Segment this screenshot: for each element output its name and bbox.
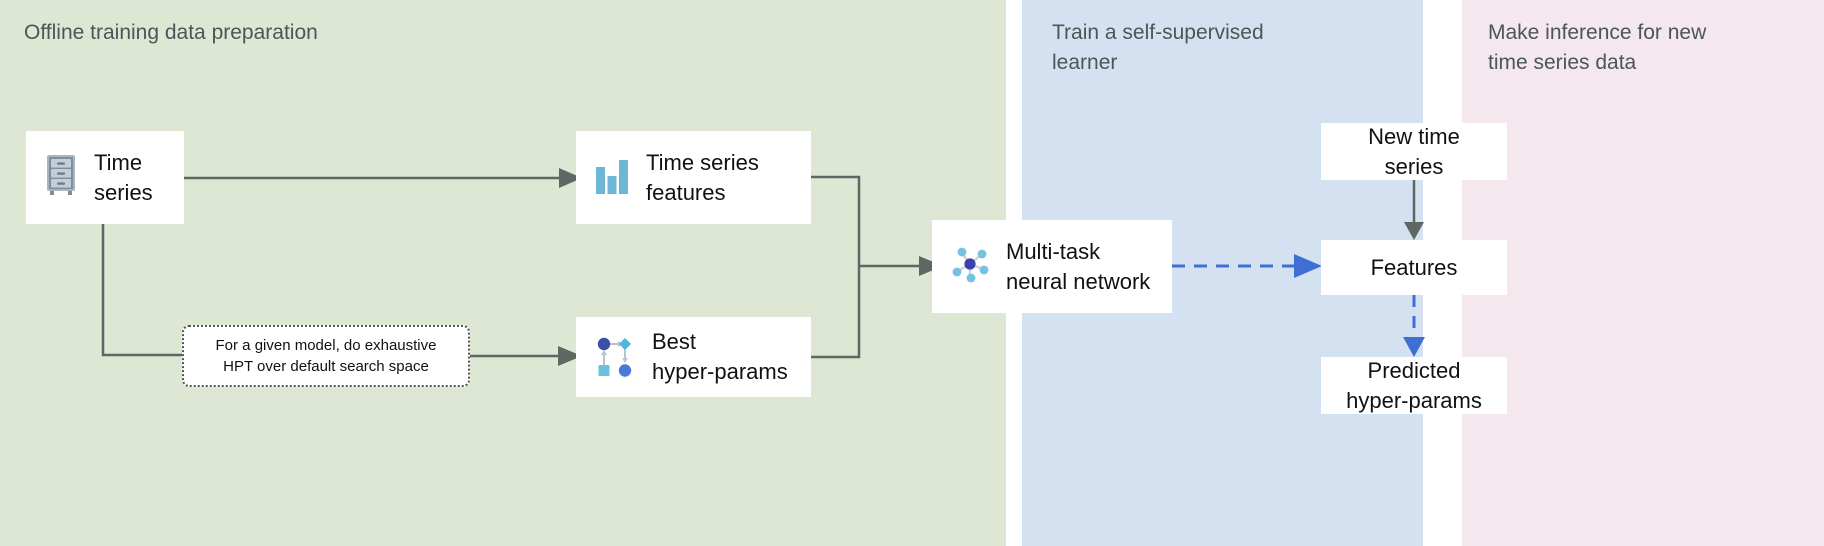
node-predicted-hyper-params[interactable]: Predicted hyper-params bbox=[1321, 357, 1507, 414]
node-label-features: Features bbox=[1370, 254, 1458, 280]
connector-hpt-note-to-best-hyperparams bbox=[470, 337, 585, 377]
connector-merge-to-neural-network bbox=[811, 168, 951, 378]
connector-features-to-predicted-dashed bbox=[1394, 295, 1434, 359]
panel-offline-training-data-preparation: Offline training data preparation bbox=[0, 0, 1006, 546]
panel-title-infer: Make inference for new time series data bbox=[1488, 21, 1707, 74]
connector-time-series-to-hpt-note bbox=[90, 224, 200, 369]
panel-make-inference: Make inference for new time series data bbox=[1462, 0, 1824, 546]
annotation-hpt-text: For a given model, do exhaustive HPT ove… bbox=[215, 337, 437, 375]
file-cabinet-icon bbox=[44, 153, 78, 202]
connector-new-time-series-to-features bbox=[1394, 180, 1434, 242]
node-best-hyper-params[interactable]: Best hyper-params bbox=[576, 317, 811, 397]
node-time-series[interactable]: Time series bbox=[26, 131, 184, 224]
panel-title-train: Train a self-supervised learner bbox=[1052, 21, 1264, 74]
node-label-predicted-hyper-params: Predicted hyper-params bbox=[1346, 357, 1482, 413]
hyperparameter-grid-icon bbox=[594, 333, 636, 382]
panel-title-offline: Offline training data preparation bbox=[24, 21, 318, 44]
node-multi-task-neural-network[interactable]: Multi-task neural network bbox=[932, 220, 1172, 313]
node-features[interactable]: Features bbox=[1321, 240, 1507, 295]
node-label-multi-task-neural-network: Multi-task neural network bbox=[1006, 238, 1151, 294]
node-label-best-hyper-params: Best hyper-params bbox=[652, 329, 788, 384]
annotation-hpt-note: For a given model, do exhaustive HPT ove… bbox=[182, 325, 470, 387]
bar-chart-icon bbox=[594, 155, 630, 200]
connector-time-series-to-features bbox=[184, 160, 584, 200]
connector-neural-network-to-features-dashed bbox=[1172, 247, 1327, 287]
node-label-new-time-series: New time series bbox=[1368, 123, 1460, 179]
neural-network-icon bbox=[950, 244, 990, 289]
node-time-series-features[interactable]: Time series features bbox=[576, 131, 811, 224]
node-new-time-series[interactable]: New time series bbox=[1321, 123, 1507, 180]
node-label-time-series-features: Time series features bbox=[646, 149, 759, 205]
node-label-time-series: Time series bbox=[94, 149, 153, 205]
